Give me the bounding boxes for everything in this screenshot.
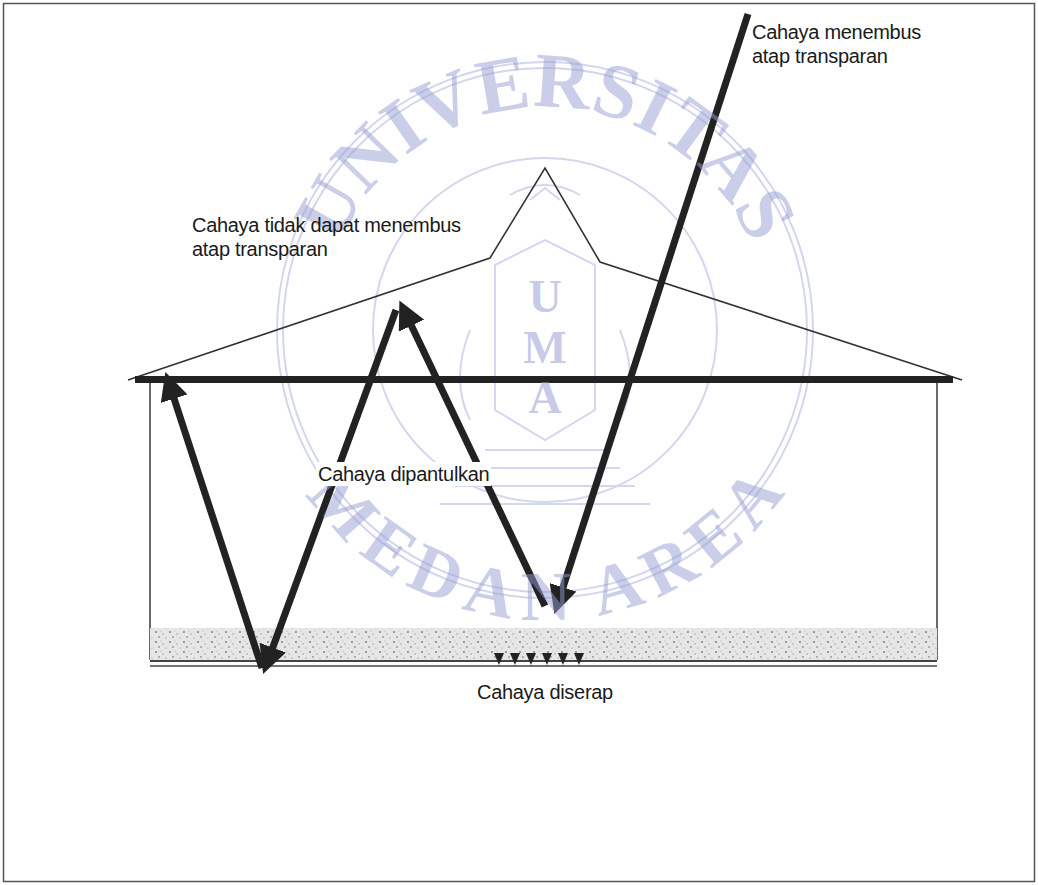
left-wall — [149, 383, 151, 660]
watermark-text: UMA — [522, 272, 568, 424]
absorbed-marks — [494, 653, 584, 665]
right-wall — [936, 383, 938, 660]
svg-text:MEDAN AREA: MEDAN AREA — [293, 454, 797, 635]
note-label: Cahaya menembus atap transparan — [752, 20, 942, 68]
note-label: Cahaya diserap — [477, 680, 613, 704]
watermark-text: MEDAN AREA — [293, 454, 797, 635]
light-rays — [168, 14, 748, 668]
frame — [4, 4, 1035, 882]
note-label: Cahaya dipantulkan — [316, 462, 491, 486]
watermark-emblem — [277, 62, 813, 598]
note-label: Cahaya tidak dapat menembus atap transpa… — [192, 213, 492, 261]
